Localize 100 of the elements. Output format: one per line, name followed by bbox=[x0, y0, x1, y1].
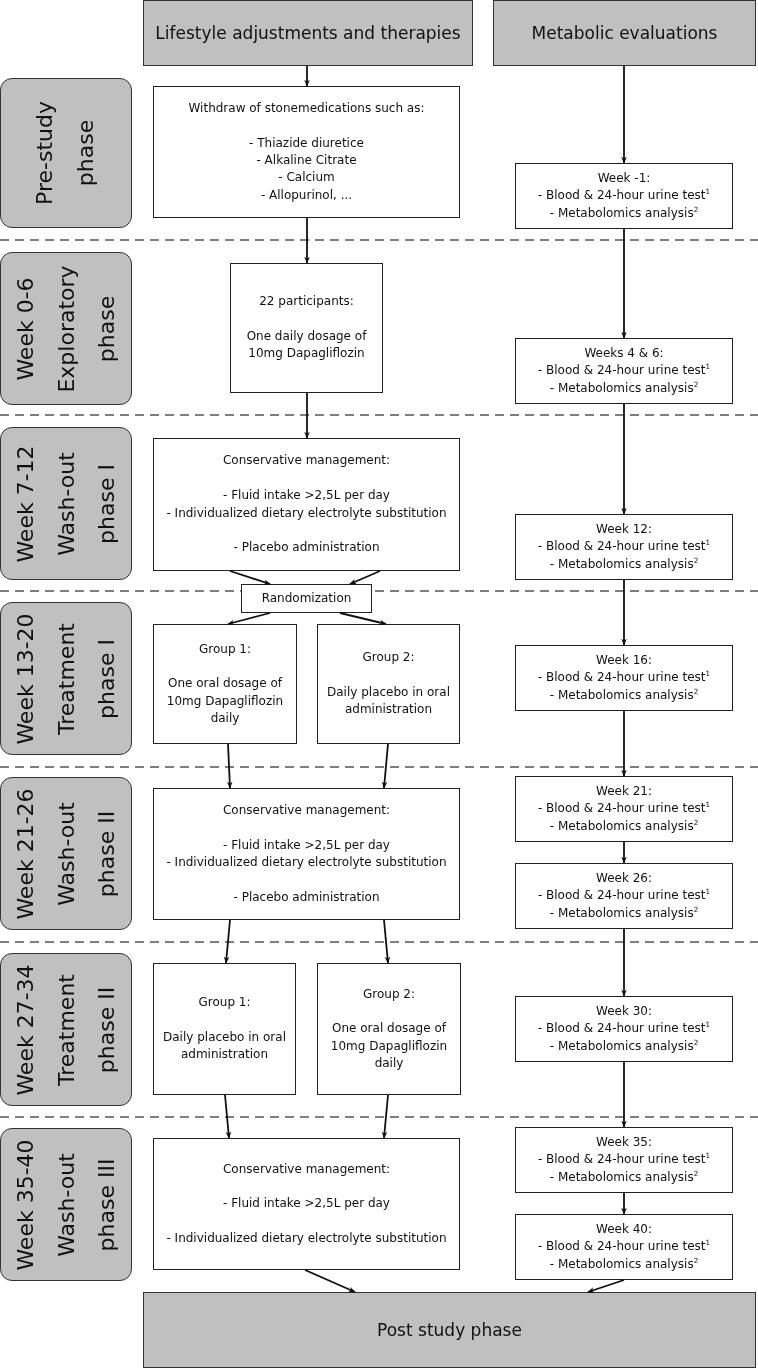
box-text: Group 2: bbox=[362, 985, 416, 1003]
box-text: - Placebo administration bbox=[232, 888, 381, 906]
box-text: Weeks 4 & 6: bbox=[583, 344, 665, 362]
phase-label: Treatment phase II bbox=[51, 972, 120, 1088]
box-text: - Metabolomics analysis$^{2}$ bbox=[548, 1255, 700, 1273]
box-text: Randomization bbox=[260, 589, 353, 607]
box-text: Week 12: bbox=[595, 520, 653, 538]
arrow bbox=[621, 1061, 627, 1128]
arrow bbox=[229, 570, 271, 585]
box-text: - Metabolomics analysis$^{2}$ bbox=[548, 817, 700, 835]
box-text: Conservative management: bbox=[221, 801, 392, 819]
box-text: Daily placebo in oral administration bbox=[162, 1029, 287, 1064]
phase-box bbox=[0, 953, 132, 1106]
process-box bbox=[153, 438, 460, 571]
arrow bbox=[224, 1094, 232, 1139]
box-text: Week 35: bbox=[595, 1133, 653, 1151]
box-text: - Thiazide diuretice bbox=[248, 134, 365, 152]
box-text: - Metabolomics analysis$^{2}$ bbox=[548, 1168, 700, 1186]
process-box bbox=[153, 963, 296, 1095]
box-text: - Blood & 24-hour urine test$^{1}$ bbox=[536, 800, 712, 818]
box-text: - Blood & 24-hour urine test$^{1}$ bbox=[536, 187, 712, 205]
box-text: Conservative management: bbox=[221, 1160, 392, 1178]
box-text: One oral dosage of 10mg Dapagliflozin daily bbox=[329, 1020, 449, 1073]
box-text: Conservative management: bbox=[221, 452, 392, 470]
arrow bbox=[381, 1094, 389, 1139]
box-text: 22 participants: bbox=[258, 293, 355, 311]
box-text: - Calcium bbox=[277, 169, 336, 187]
box-text: - Blood & 24-hour urine test$^{1}$ bbox=[536, 1238, 712, 1256]
process-box bbox=[515, 163, 733, 229]
process-box bbox=[317, 624, 460, 744]
arrow bbox=[226, 743, 233, 789]
phase-label: Week 27-34 bbox=[10, 962, 38, 1098]
process-box bbox=[515, 776, 733, 842]
process-box bbox=[515, 1127, 733, 1193]
phase-label: Treatment phase I bbox=[51, 621, 120, 737]
process-box bbox=[515, 1214, 733, 1280]
box-text: - Metabolomics analysis$^{2}$ bbox=[548, 379, 700, 397]
box-text: - Blood & 24-hour urine test$^{1}$ bbox=[536, 538, 712, 556]
process-box bbox=[153, 788, 460, 920]
arrow bbox=[349, 570, 381, 585]
phase-label: Week 0-6 bbox=[10, 275, 38, 383]
arrow bbox=[621, 928, 627, 997]
box-text: Week 26: bbox=[595, 869, 653, 887]
arrow bbox=[304, 65, 310, 87]
arrow bbox=[223, 919, 231, 964]
arrow bbox=[227, 612, 271, 626]
box-text: - Blood & 24-hour urine test$^{1}$ bbox=[536, 669, 712, 687]
header-box bbox=[493, 0, 756, 66]
process-box bbox=[153, 624, 297, 744]
box-text: - Alkaline Citrate bbox=[255, 152, 358, 169]
box-text: Week 21: bbox=[595, 782, 653, 800]
arrow bbox=[339, 612, 387, 626]
process-box bbox=[515, 863, 733, 929]
box-text: Group 2: bbox=[361, 649, 416, 667]
box-text: - Blood & 24-hour urine test$^{1}$ bbox=[536, 887, 712, 905]
process-box bbox=[153, 86, 460, 218]
arrow bbox=[381, 743, 389, 789]
box-text: - Individualized dietary electrolyte substitution bbox=[165, 504, 448, 522]
arrow bbox=[621, 841, 627, 864]
arrow bbox=[304, 217, 310, 264]
phase-label: Week 21-26 bbox=[10, 786, 38, 922]
arrow bbox=[621, 710, 627, 777]
box-text: Week 40: bbox=[595, 1220, 653, 1238]
phase-label: Exploratory phase bbox=[51, 263, 120, 395]
phase-box bbox=[0, 427, 132, 580]
phase-box bbox=[0, 777, 132, 930]
process-box bbox=[515, 645, 733, 711]
box-text: Week -1: bbox=[596, 169, 652, 187]
process-box bbox=[153, 1138, 460, 1270]
box-text: - Metabolomics analysis$^{2}$ bbox=[548, 555, 700, 573]
process-box bbox=[515, 514, 733, 580]
box-text: Daily placebo in oral administration bbox=[326, 684, 451, 719]
box-text: - Allopurinol, ... bbox=[259, 186, 354, 204]
arrow bbox=[383, 919, 391, 964]
arrow bbox=[621, 403, 627, 515]
arrow bbox=[304, 392, 310, 439]
box-text: - Blood & 24-hour urine test$^{1}$ bbox=[536, 1151, 712, 1169]
box-text: Group 1: bbox=[197, 994, 252, 1012]
box-text: One oral dosage of 10mg Dapagliflozin daily bbox=[165, 675, 285, 728]
phase-box bbox=[0, 78, 132, 228]
box-text: - Blood & 24-hour urine test$^{1}$ bbox=[536, 1020, 712, 1038]
box-text: - Fluid intake >2,5L per day bbox=[222, 836, 391, 854]
process-box bbox=[241, 584, 372, 613]
phase-box bbox=[0, 602, 132, 755]
phase-box bbox=[0, 252, 132, 405]
box-text: - Fluid intake >2,5L per day bbox=[222, 487, 391, 505]
box-text: - Placebo administration bbox=[232, 539, 381, 557]
box-text: Week 16: bbox=[595, 651, 653, 669]
box-text: - Metabolomics analysis$^{2}$ bbox=[548, 904, 700, 922]
box-text: - Fluid intake >2,5L per day bbox=[222, 1195, 391, 1213]
arrow bbox=[621, 65, 627, 164]
header-text: Post study phase bbox=[376, 1318, 523, 1342]
arrow bbox=[621, 1192, 627, 1215]
phase-label: Week 35-40 bbox=[10, 1137, 38, 1273]
phase-label: Week 7-12 bbox=[10, 443, 38, 565]
box-text: Week 30: bbox=[595, 1002, 653, 1020]
header-box bbox=[143, 0, 473, 66]
phase-label: Pre-study phase bbox=[31, 100, 99, 207]
box-text: - Individualized dietary electrolyte substitution bbox=[165, 854, 448, 871]
box-text: - Metabolomics analysis$^{2}$ bbox=[548, 686, 700, 704]
